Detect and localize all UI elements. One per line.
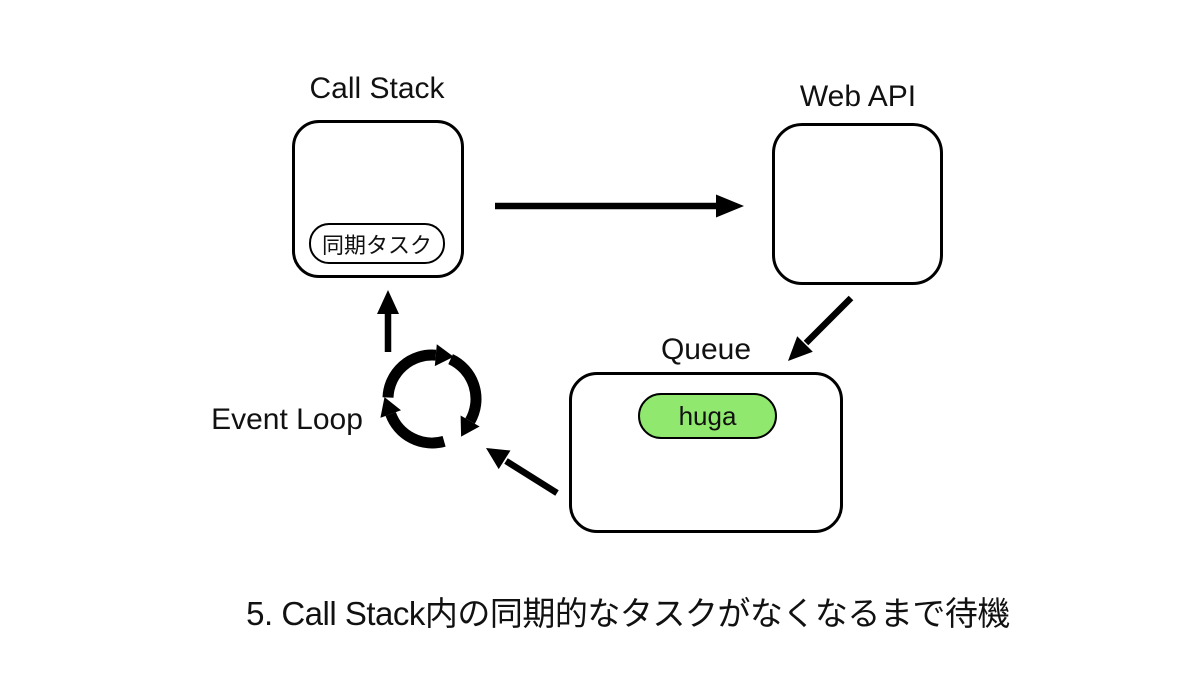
queue-item-label: huga	[678, 400, 737, 431]
arrow-queue-to-event-loop-icon	[486, 448, 559, 496]
call-stack-box: 同期タスク	[292, 120, 464, 278]
arrow-event-loop-to-call-stack-icon	[377, 290, 399, 352]
queue-label: Queue	[660, 333, 752, 366]
sync-task-box: 同期タスク	[309, 223, 445, 264]
queue-item-pill: huga	[638, 393, 777, 439]
queue-box: huga	[569, 372, 843, 533]
step-caption: 5. Call Stack内の同期的なタスクがなくなるまで待機	[246, 595, 1010, 632]
call-stack-label: Call Stack	[309, 72, 445, 105]
cycle-arrows-icon	[380, 344, 482, 449]
event-loop-label: Event Loop	[211, 403, 363, 436]
web-api-label: Web API	[799, 80, 917, 113]
arrow-call-stack-to-web-api-icon	[495, 194, 744, 218]
web-api-box	[772, 123, 943, 285]
sync-task-label: 同期タスク	[321, 232, 432, 258]
